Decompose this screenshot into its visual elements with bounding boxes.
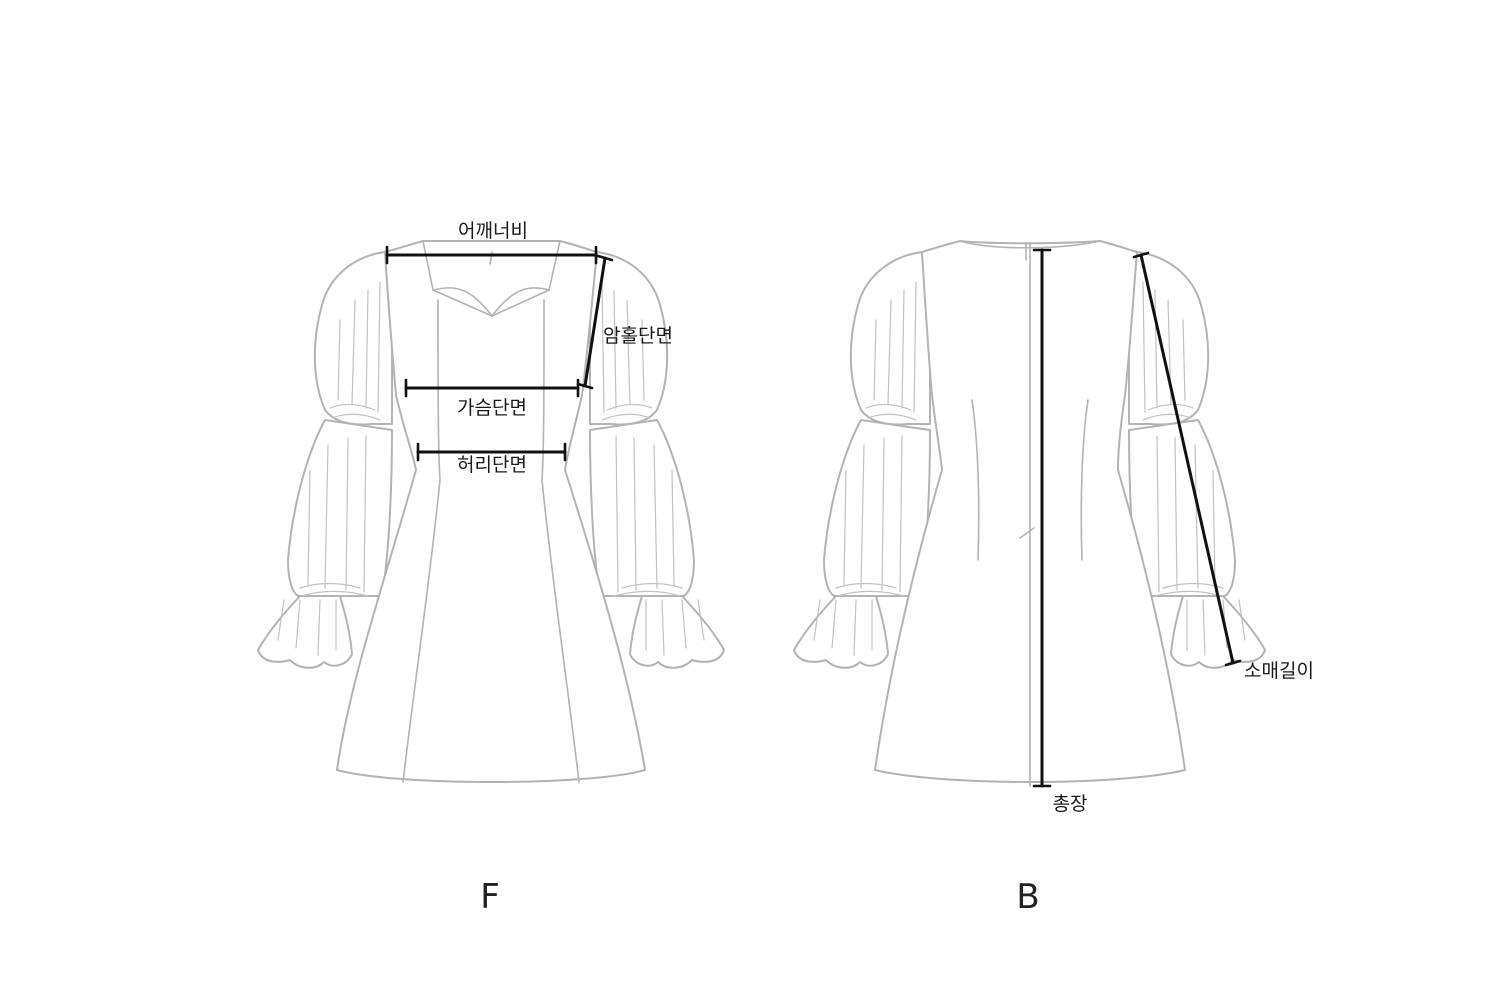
back-sleeve-length-measure [1132, 251, 1242, 667]
chest-label: 가슴단면 [457, 397, 527, 419]
front-right-sleeve [589, 251, 725, 669]
front-view-label: F [480, 877, 500, 917]
back-view-label: B [1016, 877, 1039, 917]
front-waist-measure [416, 442, 567, 462]
front-view: 어깨너비 암홀단면 가슴단면 허리단면 F [257, 220, 725, 917]
waist-label: 허리단면 [457, 454, 527, 476]
sleeve-length-label: 소매길이 [1244, 660, 1314, 682]
front-chest-measure [404, 378, 580, 398]
shoulder-width-label: 어깨너비 [458, 220, 528, 242]
front-shoulder-measure [385, 245, 598, 265]
total-length-label: 총장 [1053, 793, 1088, 815]
back-view: 총장 소매길이 B [793, 240, 1314, 917]
back-left-sleeve [793, 251, 931, 669]
armhole-label: 암홀단면 [603, 325, 673, 347]
front-left-sleeve [257, 251, 393, 669]
front-armhole-measure [576, 254, 614, 390]
back-total-length-measure [1032, 248, 1052, 788]
